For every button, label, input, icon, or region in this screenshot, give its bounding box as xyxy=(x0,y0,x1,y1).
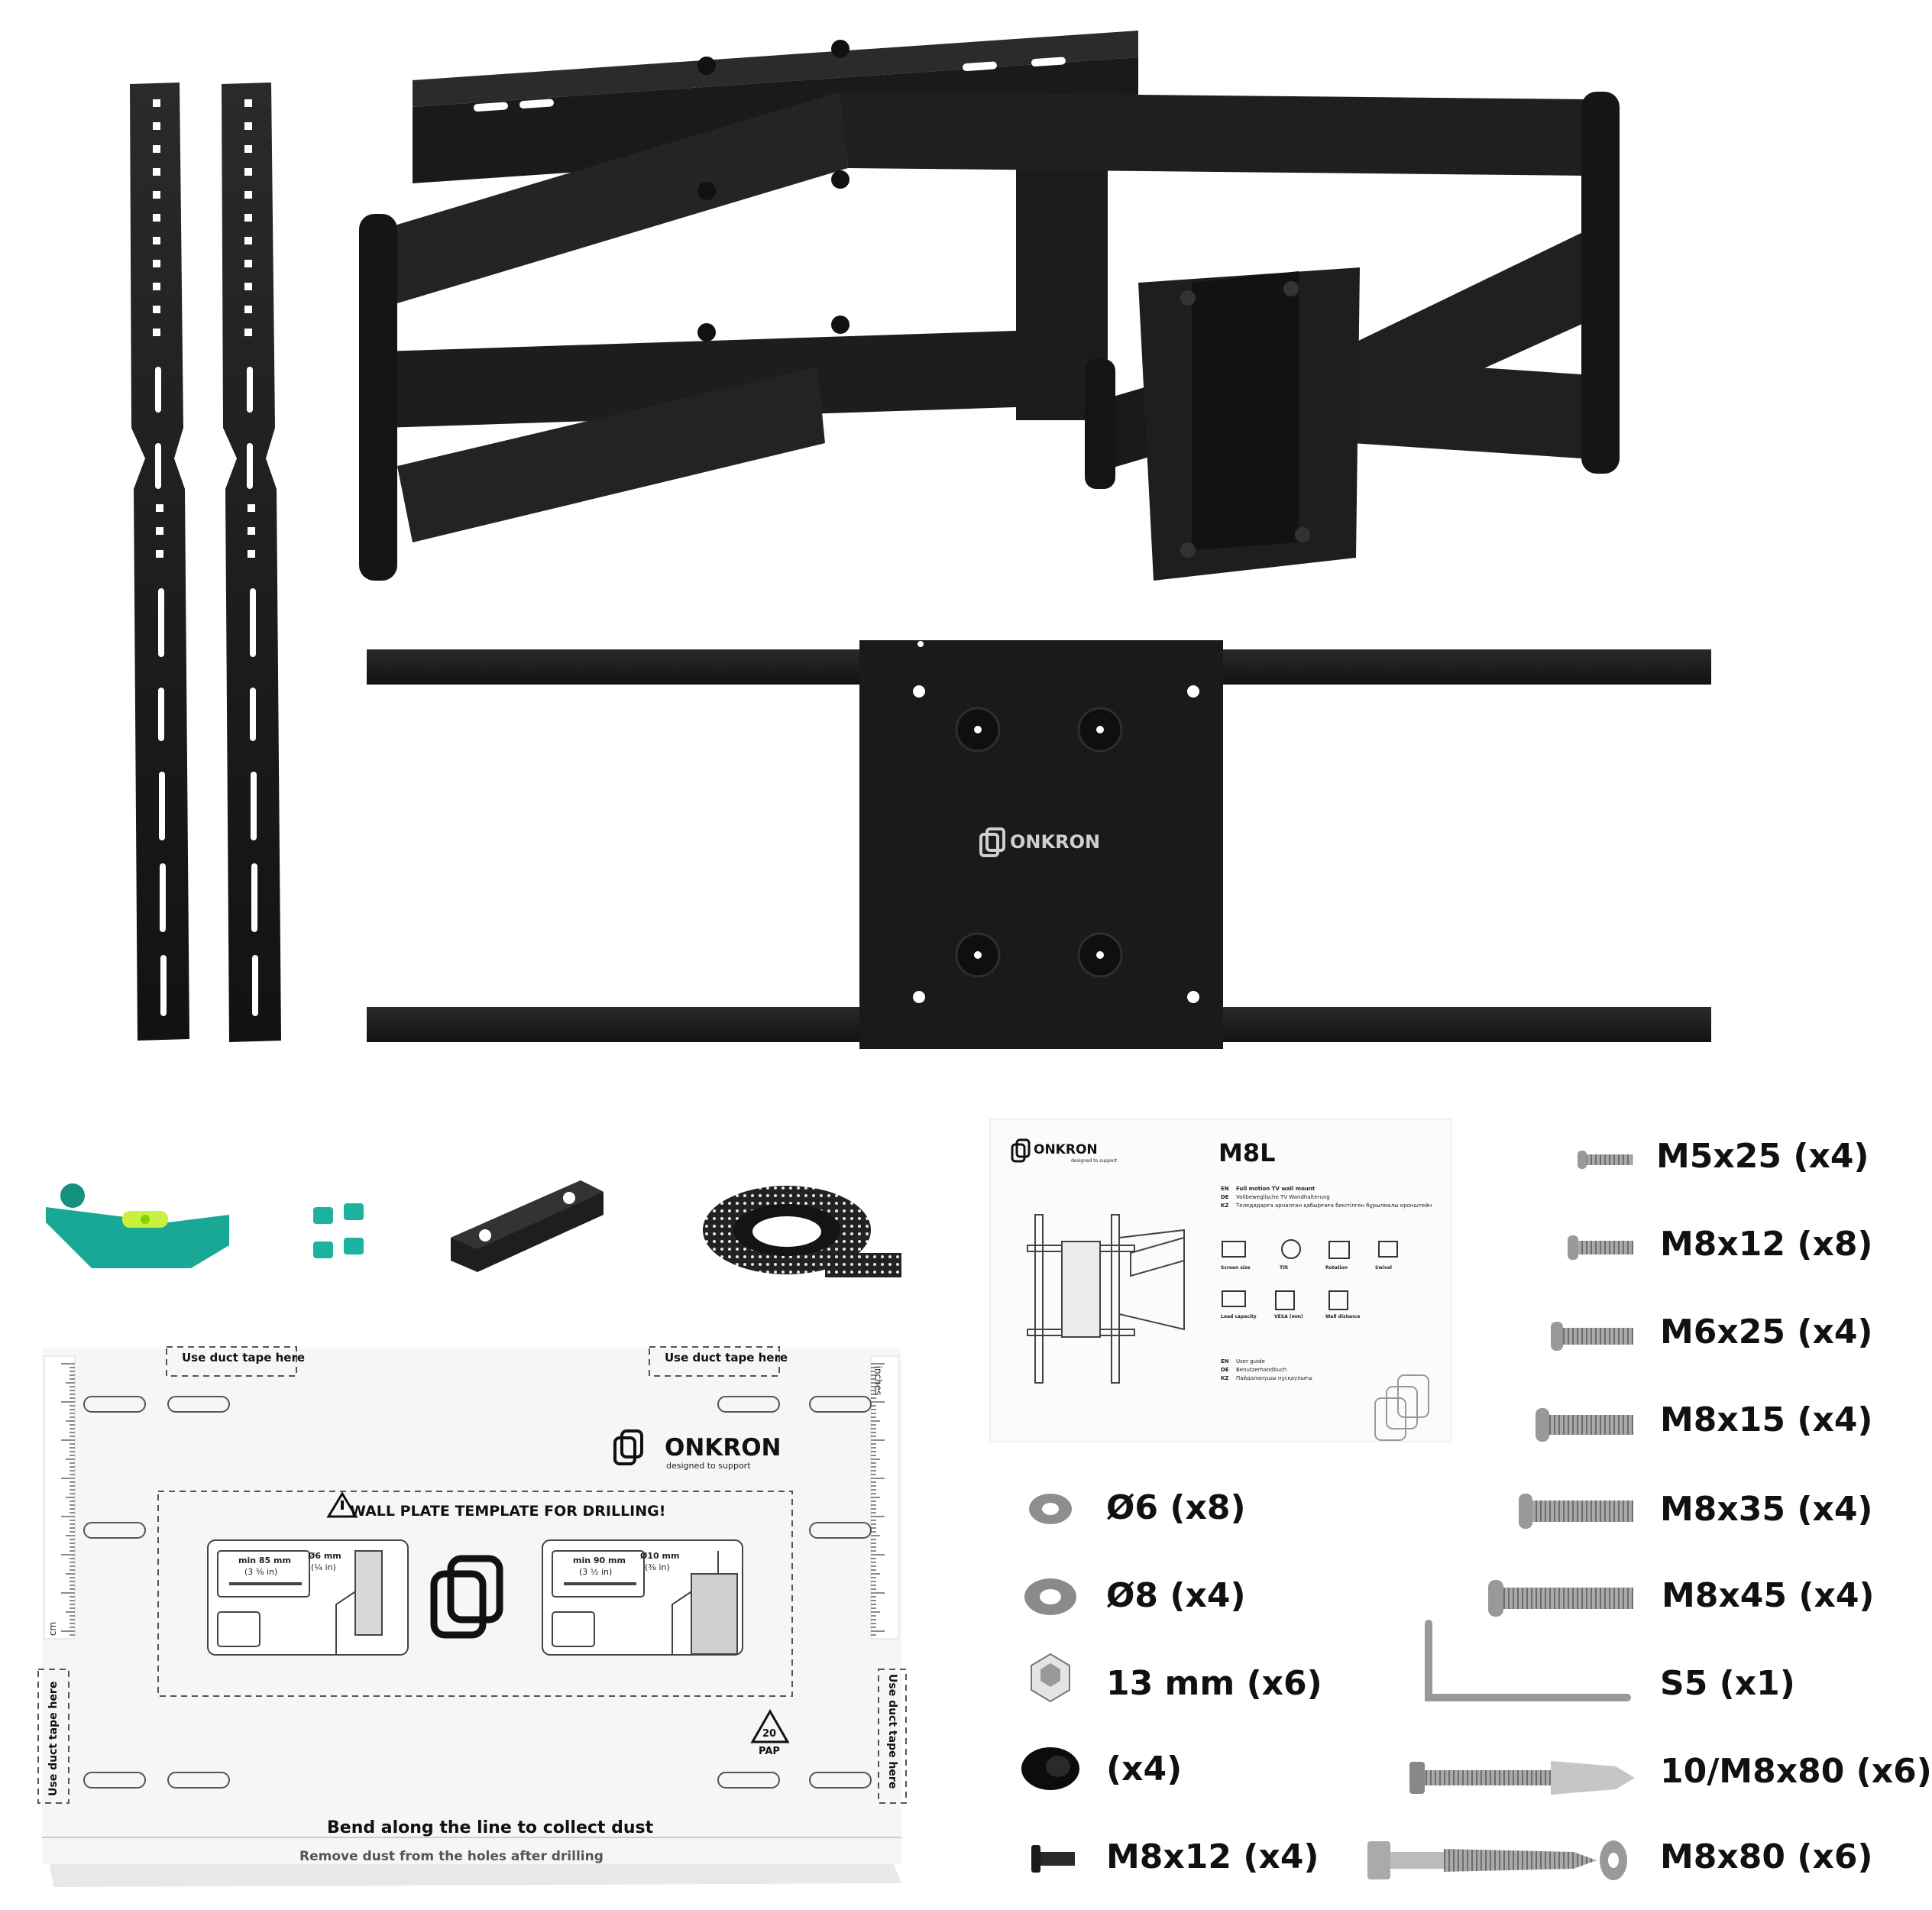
bend-instruction: Bend along the line to collect dust xyxy=(327,1818,654,1837)
washer-8 xyxy=(1024,1578,1076,1615)
manual-logo-icon xyxy=(1011,1138,1031,1163)
hex-key-s5 xyxy=(1425,1620,1631,1701)
part-label-m8x15: M8x15 (x4) xyxy=(1660,1400,1873,1439)
spec-screen: Screen size xyxy=(1221,1265,1251,1271)
screw-m8x45 xyxy=(1488,1580,1633,1617)
manual-model: M8L xyxy=(1218,1138,1276,1167)
mount-plate-brand: ONKRON xyxy=(1010,831,1101,853)
drill-right-depth: min 90 mm xyxy=(573,1556,626,1565)
template-title: WALL PLATE TEMPLATE FOR DRILLING! xyxy=(350,1503,666,1520)
part-label-anchor: 10/M8x80 (x6) xyxy=(1660,1752,1932,1791)
duct-tape-top-right: Use duct tape here xyxy=(665,1351,788,1365)
screw-m6x25 xyxy=(1551,1322,1633,1351)
screw-m5x25 xyxy=(1578,1151,1633,1169)
part-label-m8x35: M8x35 (x4) xyxy=(1660,1490,1873,1529)
spec-vesa: VESA (mm) xyxy=(1274,1314,1303,1319)
screw-m8x15 xyxy=(1536,1408,1633,1442)
screw-m8x12-x8 xyxy=(1568,1235,1633,1260)
recycle-code: PAP xyxy=(759,1746,780,1757)
drill-left-diameter-in: (¼ in) xyxy=(311,1562,336,1572)
washer-label-m8x12: M8x12 (x4) xyxy=(1106,1837,1319,1876)
part-label-m8x12-x8: M8x12 (x8) xyxy=(1660,1225,1873,1264)
recycle-number: 20 xyxy=(762,1728,777,1740)
short-bolt-m8x12 xyxy=(1031,1845,1075,1873)
part-label-m5x25: M5x25 (x4) xyxy=(1656,1137,1869,1176)
drill-left-diameter: Ø6 mm xyxy=(308,1551,341,1561)
horizontal-rails xyxy=(367,640,1711,1049)
washer-label-6: Ø6 (x8) xyxy=(1106,1488,1246,1527)
lag-bolt-m8x80 xyxy=(1367,1840,1627,1880)
onkron-large-logo-icon xyxy=(430,1555,503,1639)
manual-guide-de: Benutzerhandbuch xyxy=(1236,1367,1287,1373)
part-label-m6x25: M6x25 (x4) xyxy=(1660,1313,1873,1352)
manual-guide-kz: Пайдаланушы нұсқаулығы xyxy=(1236,1375,1312,1381)
duct-tape-left: Use duct tape here xyxy=(47,1681,60,1796)
washer-label-13mm: 13 mm (x6) xyxy=(1106,1664,1322,1703)
washer-6 xyxy=(1029,1494,1072,1524)
duct-tape-right: Use duct tape here xyxy=(886,1674,898,1789)
spec-rotation: Rotation xyxy=(1325,1265,1348,1271)
anchor-bolt-10-m8x80 xyxy=(1409,1761,1635,1795)
safety-clip-plate xyxy=(451,1180,604,1272)
drill-right-diameter-in: (⅜ in) xyxy=(645,1562,670,1572)
manual-guide-lang-kz: KZ xyxy=(1221,1375,1229,1381)
manual-lang-en: EN xyxy=(1221,1186,1229,1192)
template-tagline: designed to support xyxy=(666,1461,751,1471)
drill-right-depth-in: (3 ½ in) xyxy=(579,1567,613,1577)
screw-m8x35 xyxy=(1519,1494,1633,1529)
remove-dust-instruction: Remove dust from the holes after drillin… xyxy=(299,1849,604,1864)
manual-title-kz: Теледидарға арналған қабырғаға бекітілге… xyxy=(1236,1203,1432,1209)
template-brand: ONKRON xyxy=(665,1434,782,1462)
manual-guide-lang-en: EN xyxy=(1221,1358,1229,1365)
spec-wall: Wall distance xyxy=(1325,1314,1361,1319)
spec-swivel: Swivel xyxy=(1375,1265,1392,1271)
manual-tagline: designed to support xyxy=(1071,1158,1118,1164)
hex-socket-13mm xyxy=(1031,1653,1070,1703)
articulating-arm-mount xyxy=(359,31,1620,581)
user-manual xyxy=(989,1118,1452,1442)
part-label-m8x45: M8x45 (x4) xyxy=(1662,1576,1875,1615)
washer-label-8: Ø8 (x4) xyxy=(1106,1576,1246,1615)
manual-guide-lang-de: DE xyxy=(1221,1367,1229,1373)
drill-left-depth: min 85 mm xyxy=(238,1556,291,1565)
drilling-template xyxy=(37,1346,907,1887)
manual-title-de: Vollbeweglische TV Wandhalterung xyxy=(1236,1194,1330,1200)
recycle-icon xyxy=(750,1708,790,1743)
manual-guide-en: User guide xyxy=(1236,1358,1265,1365)
vertical-bracket-left xyxy=(130,83,189,1041)
onkron-logo-icon xyxy=(979,827,1005,857)
washer-label-spacer: (x4) xyxy=(1106,1750,1183,1789)
manual-lang-de: DE xyxy=(1221,1194,1229,1200)
manual-title-en: Full motion TV wall mount xyxy=(1236,1186,1316,1192)
spec-load: Load capacity xyxy=(1221,1314,1257,1319)
spec-tilt: Tilt xyxy=(1280,1265,1289,1271)
duct-tape-top-left: Use duct tape here xyxy=(182,1351,306,1365)
part-label-s5: S5 (x1) xyxy=(1660,1664,1795,1703)
rubber-spacer xyxy=(1021,1747,1079,1790)
drill-left-depth-in: (3 ⅜ in) xyxy=(244,1567,278,1577)
spacer-clips xyxy=(313,1203,364,1258)
warning-icon xyxy=(326,1491,358,1518)
velcro-tape-roll xyxy=(703,1186,901,1277)
part-label-lag-bolt: M8x80 (x6) xyxy=(1660,1837,1873,1876)
vertical-bracket-right xyxy=(222,83,281,1042)
bubble-level xyxy=(46,1183,229,1268)
onkron-template-logo-icon xyxy=(613,1429,643,1465)
manual-lang-kz: KZ xyxy=(1221,1203,1229,1209)
drill-right-diameter: Ø10 mm xyxy=(640,1551,680,1561)
ruler-unit-in: inches xyxy=(872,1365,884,1396)
manual-brand: ONKRON xyxy=(1034,1142,1098,1157)
ruler-unit-cm: cm xyxy=(47,1621,59,1636)
